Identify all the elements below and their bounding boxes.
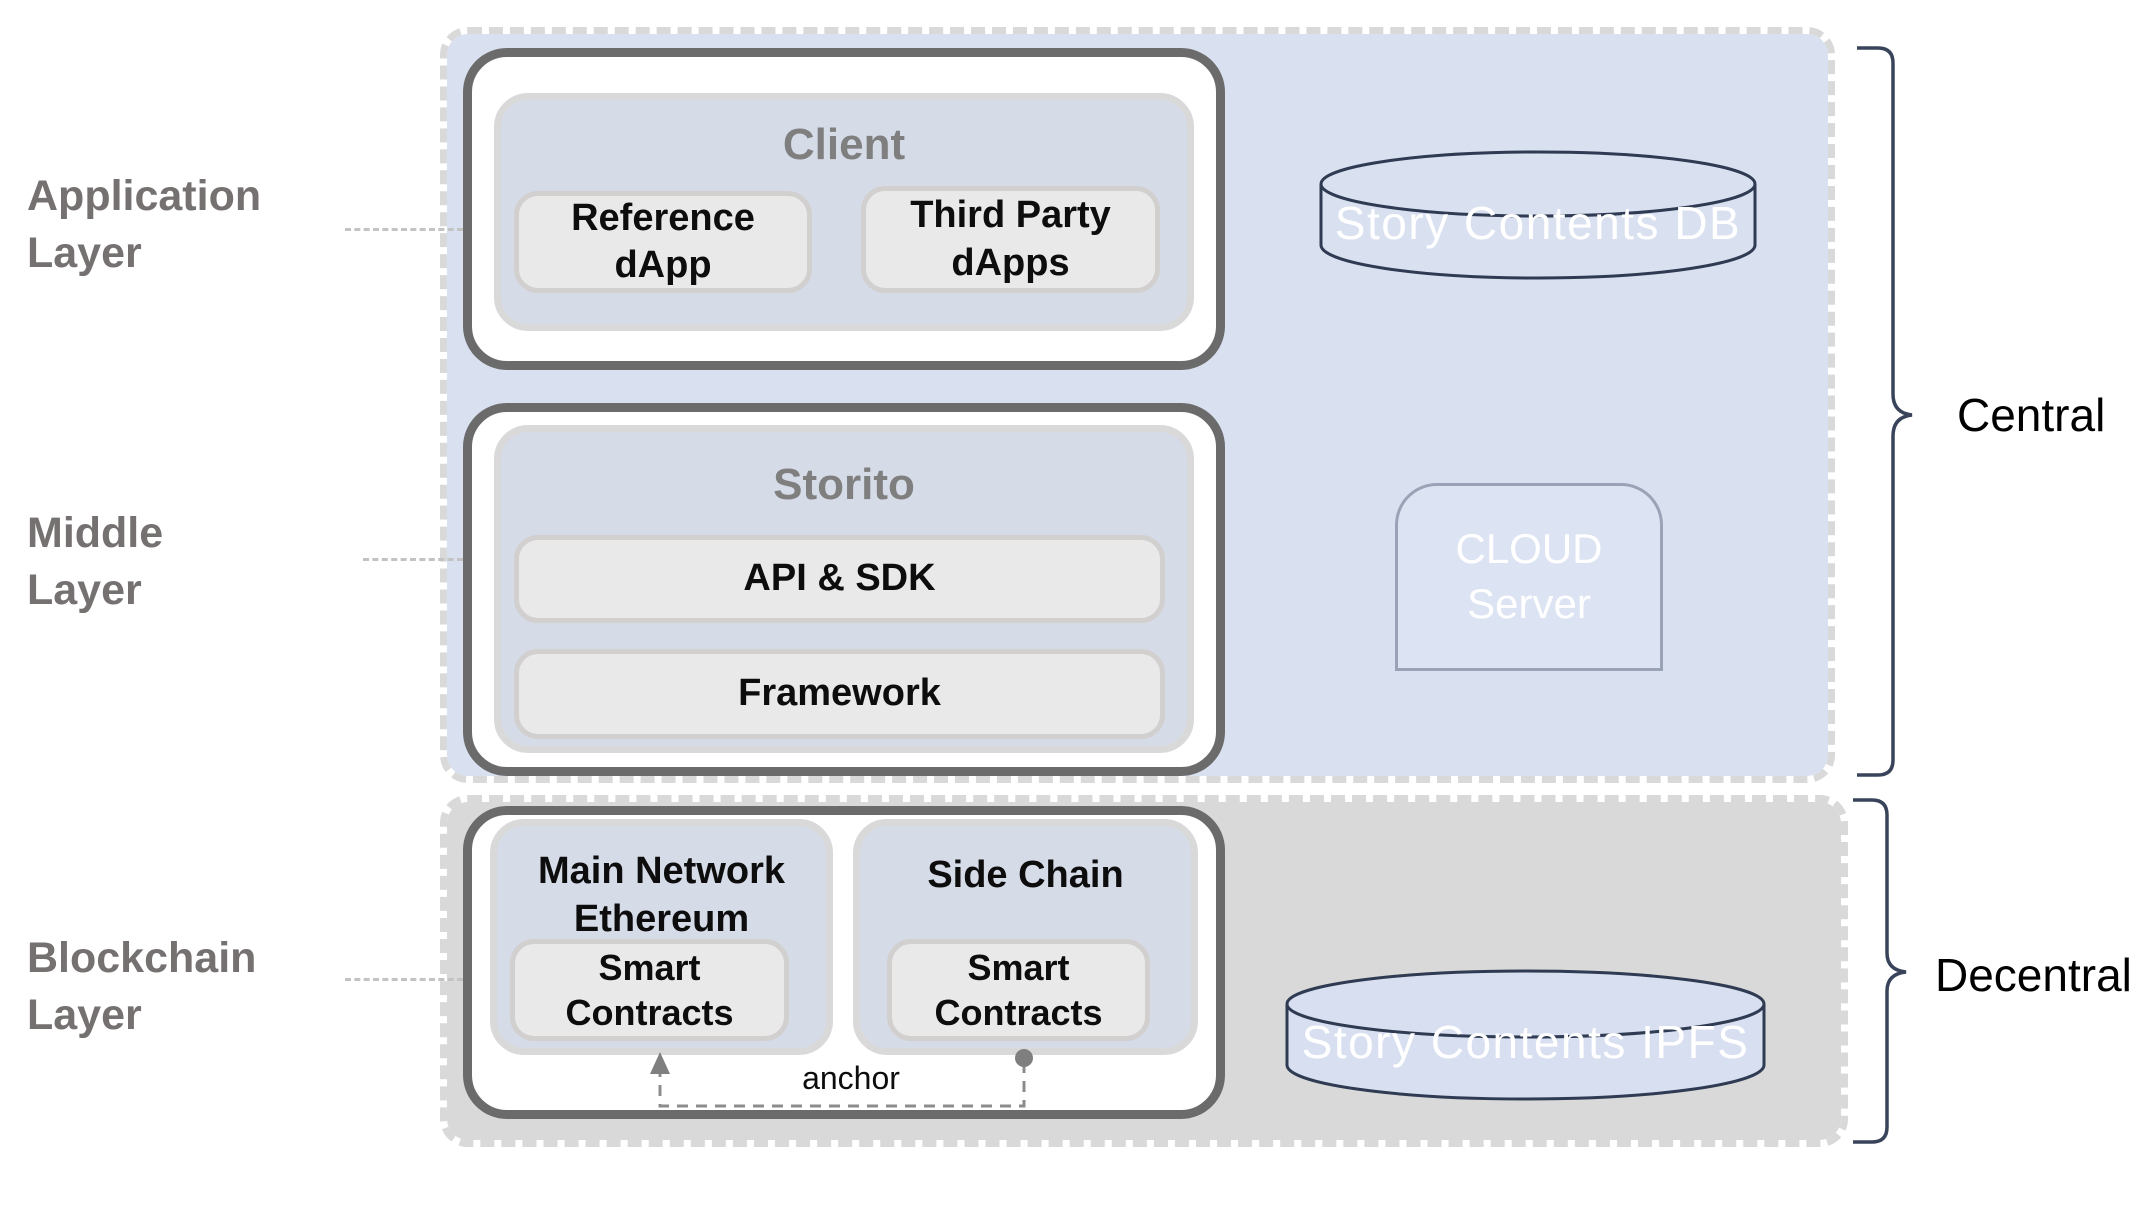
side-chain-title: Side Chain bbox=[927, 854, 1124, 896]
story-contents-db-label: Story Contents DB bbox=[1334, 197, 1742, 249]
storito-box: Storito API & SDK Framework bbox=[494, 425, 1194, 753]
anchor-label: anchor bbox=[802, 1060, 900, 1096]
blockchain-layer-connector-line bbox=[345, 978, 463, 981]
client-box: Client Reference dApp Third Party dApps bbox=[494, 93, 1194, 331]
api-sdk-box: API & SDK bbox=[514, 535, 1165, 623]
side-chain-smart-contracts-box: Smart Contracts bbox=[887, 939, 1150, 1041]
blockchain-outer-box: Main Network Ethereum Smart Contracts Si… bbox=[463, 806, 1225, 1119]
cloud-server-box: CLOUD Server bbox=[1395, 483, 1663, 671]
framework-box: Framework bbox=[514, 649, 1165, 739]
application-layer-label: Application Layer bbox=[27, 172, 262, 278]
storito-title: Storito bbox=[773, 460, 915, 509]
main-network-ethereum-box: Main Network Ethereum Smart Contracts bbox=[490, 819, 833, 1055]
application-layer-connector-line bbox=[345, 228, 463, 231]
decentral-brace bbox=[1853, 798, 1907, 1144]
central-brace bbox=[1857, 46, 1913, 777]
decentral-label: Decentral bbox=[1935, 949, 2132, 1001]
main-network-ethereum-title: Main Network Ethereum bbox=[537, 850, 786, 940]
third-party-dapps-box: Third Party dApps bbox=[861, 186, 1160, 293]
anchor-arrow-icon bbox=[650, 1049, 1033, 1108]
blockchain-layer-label: Blockchain Layer bbox=[27, 934, 257, 1040]
client-title: Client bbox=[782, 120, 906, 169]
main-network-smart-contracts-box: Smart Contracts bbox=[510, 939, 789, 1041]
story-contents-ipfs-label: Story Contents IPFS bbox=[1301, 1016, 1750, 1068]
story-contents-ipfs-cylinder-icon bbox=[1285, 969, 1766, 1101]
side-chain-box: Side Chain Smart Contracts bbox=[853, 819, 1198, 1055]
reference-dapp-box: Reference dApp bbox=[514, 191, 812, 293]
central-label: Central bbox=[1957, 389, 2106, 441]
client-outer-box: Client Reference dApp Third Party dApps bbox=[463, 48, 1225, 370]
middle-layer-label: Middle Layer bbox=[27, 509, 164, 615]
storito-outer-box: Storito API & SDK Framework bbox=[463, 403, 1225, 776]
middle-layer-connector-line bbox=[363, 558, 463, 561]
story-contents-db-cylinder-icon bbox=[1319, 150, 1757, 280]
